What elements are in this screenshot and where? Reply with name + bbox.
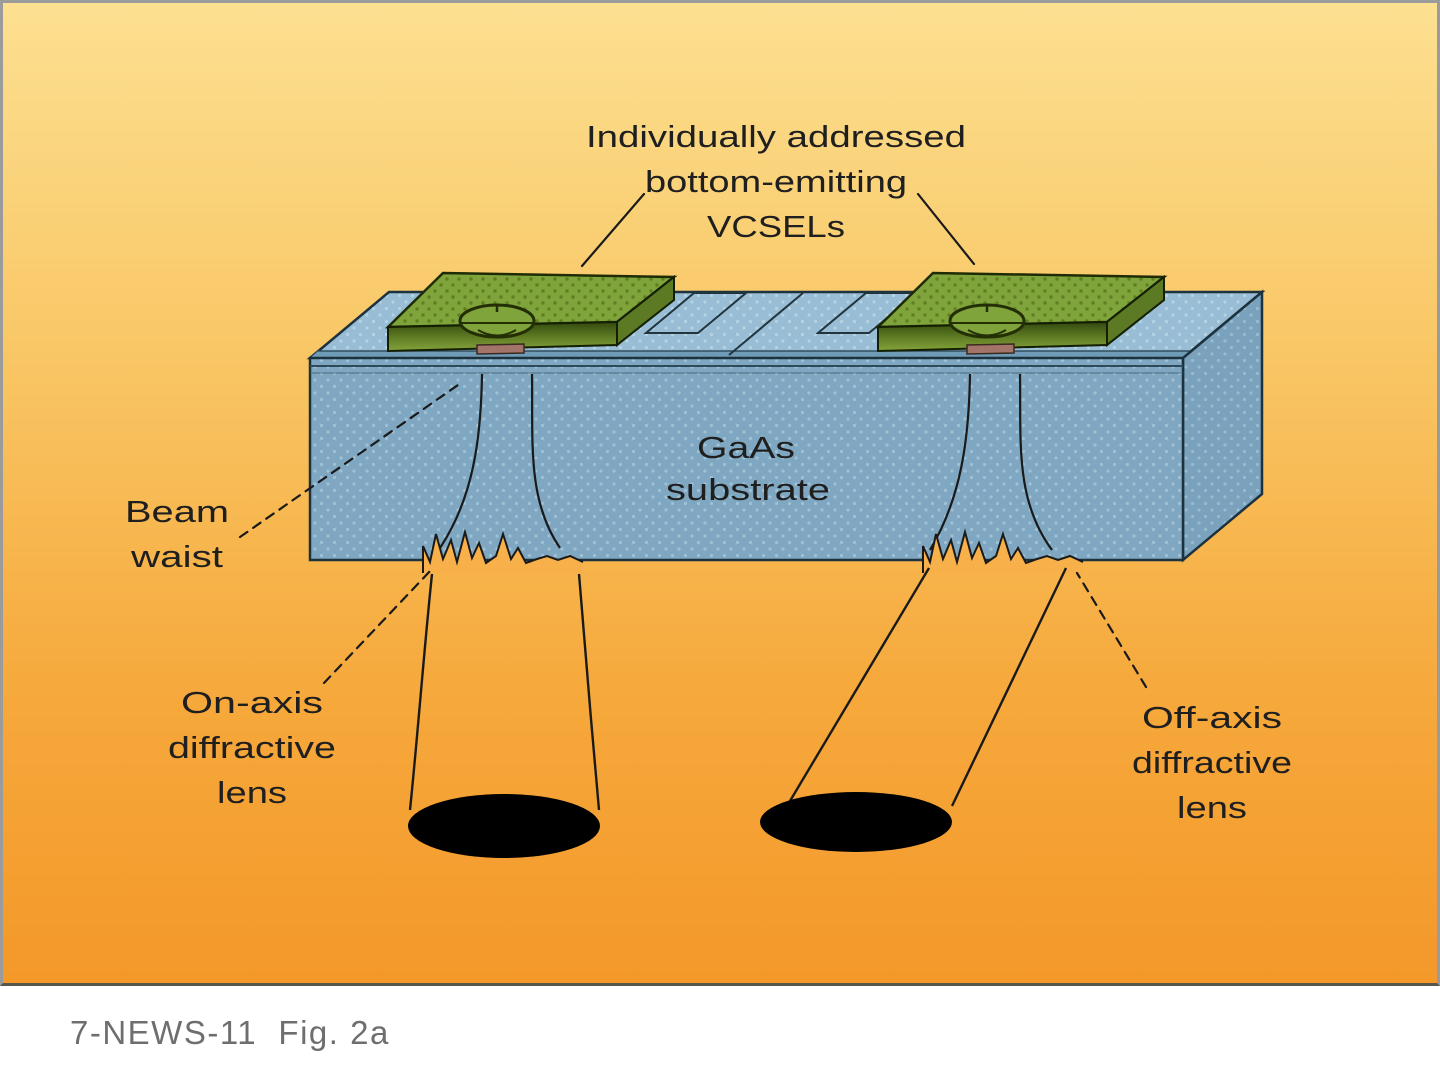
on-axis-label-line1: On-axis (181, 685, 323, 720)
focal-spot-right (760, 792, 952, 852)
vcsel-label-line3: VCSELs (707, 209, 845, 244)
substrate-label-line2: substrate (666, 472, 830, 507)
figure-area: Individually addressed bottom-emitting V… (0, 0, 1440, 986)
substrate-front-face (308, 356, 1185, 562)
beam-waist-label-line2: waist (130, 539, 224, 574)
leader-on-axis-lens (322, 567, 434, 685)
labels: Individually addressed bottom-emitting V… (125, 119, 1292, 825)
vcsel-label-line1: Individually addressed (586, 119, 966, 154)
beam-waist-label-line1: Beam (125, 494, 229, 529)
substrate-label-line1: GaAs (697, 430, 795, 465)
off-axis-label-line1: Off-axis (1142, 700, 1282, 735)
beam-in-substrate-left (439, 373, 561, 549)
off-axis-label-line2: diffractive (1132, 745, 1292, 780)
leader-off-axis-lens (1075, 571, 1148, 689)
beam-in-substrate-right (929, 373, 1053, 551)
output-beam-left (408, 573, 601, 811)
leader-vcsel-left (580, 192, 646, 268)
vcsel-diagram: Individually addressed bottom-emitting V… (3, 3, 1437, 983)
off-axis-label-line3: lens (1177, 790, 1247, 825)
focal-spot-left (408, 794, 600, 858)
leader-vcsel-right (916, 192, 976, 266)
vcsel-label-line2: bottom-emitting (645, 164, 907, 199)
output-beam-right (785, 567, 1068, 807)
figure-caption: 7-NEWS-11 Fig. 2a (70, 1014, 390, 1051)
on-axis-label-line2: diffractive (168, 730, 336, 765)
on-axis-label-line3: lens (217, 775, 287, 810)
leader-beam-waist (238, 383, 460, 539)
